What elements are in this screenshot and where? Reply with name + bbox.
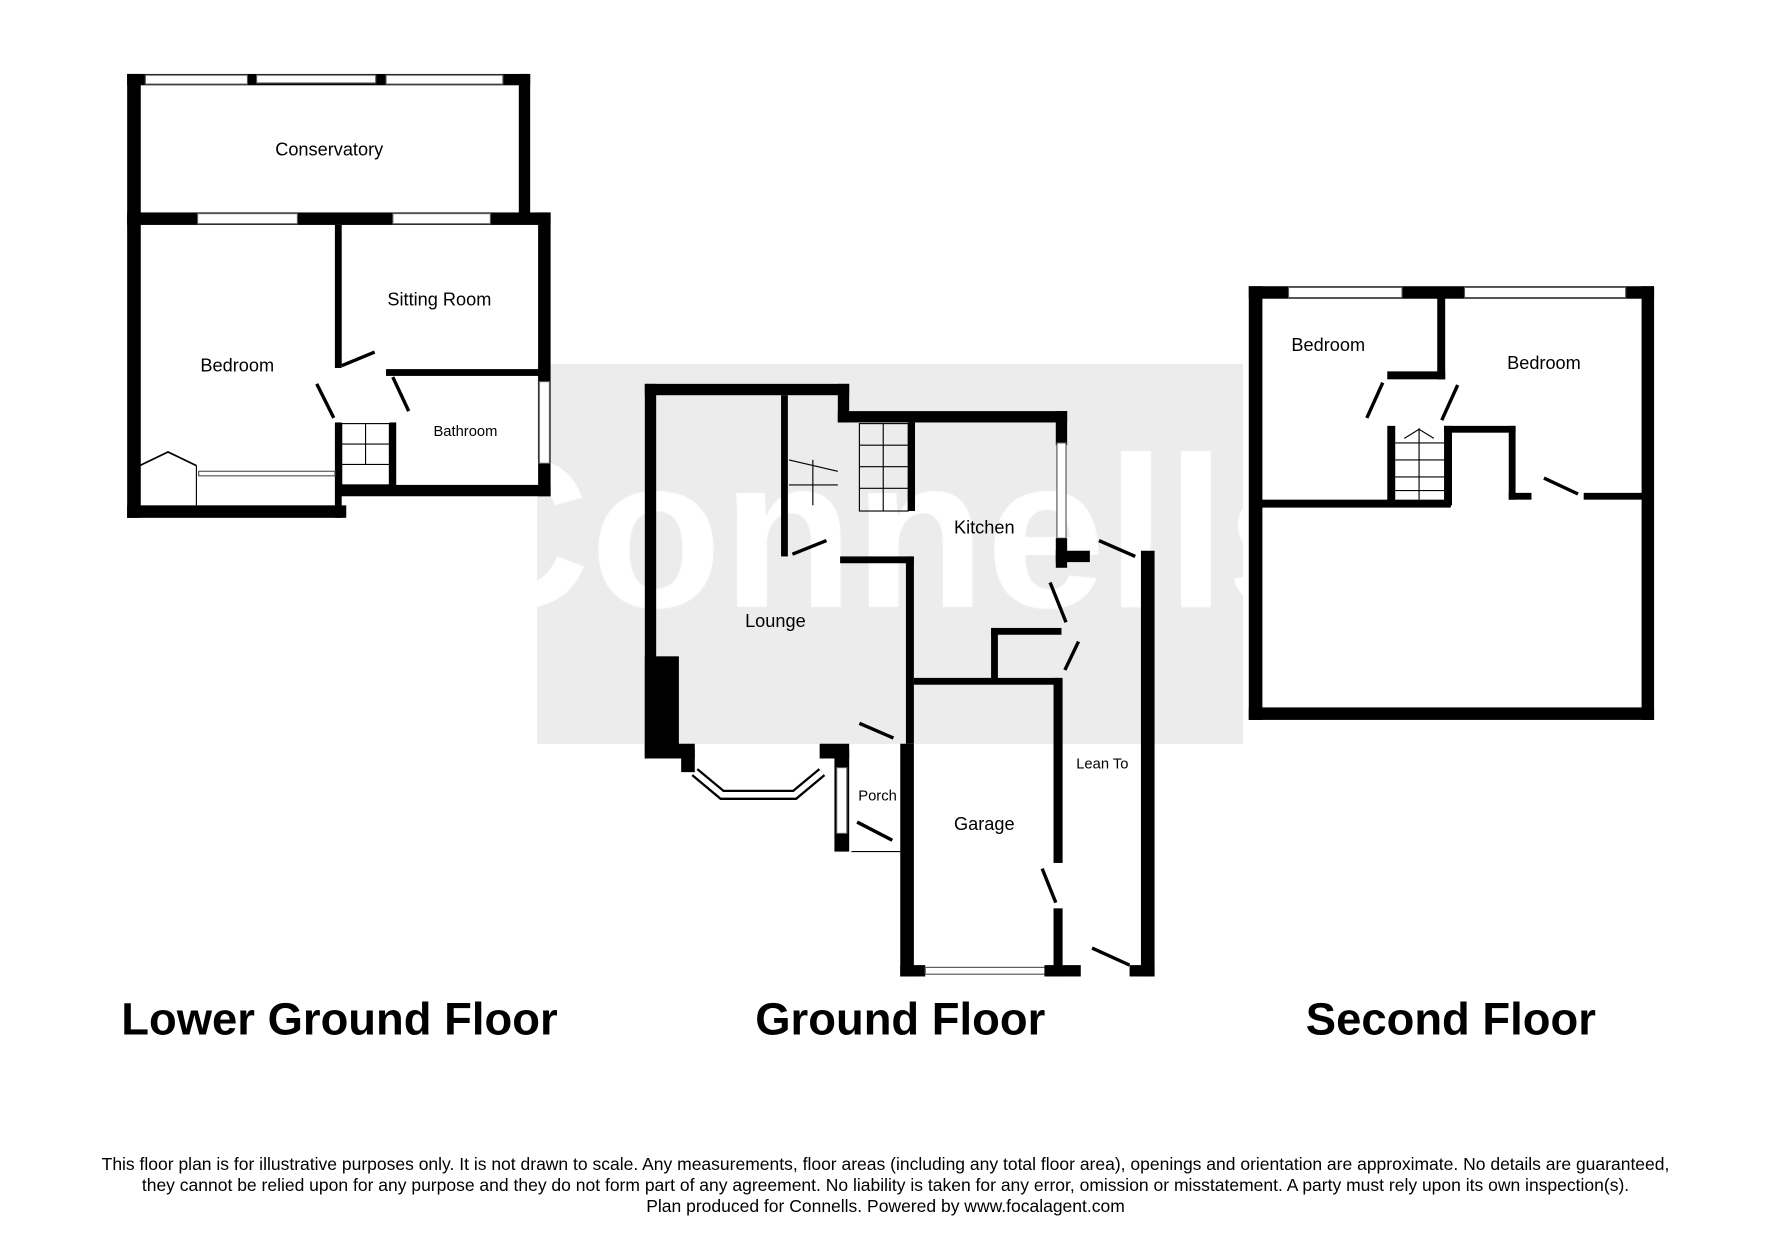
wall: [127, 505, 347, 518]
door: [1365, 382, 1579, 496]
window: [836, 767, 848, 834]
sliding-door: [392, 213, 491, 225]
wall: [385, 369, 545, 376]
wall: [913, 677, 1062, 685]
room-label-bedroom: Bedroom: [200, 355, 274, 375]
door: [315, 350, 411, 419]
wall: [644, 383, 657, 759]
room-label-kitchen: Kitchen: [954, 518, 1015, 538]
window: [1463, 286, 1627, 299]
room-label-conservatory: Conservatory: [275, 140, 384, 160]
chimney-breast: [644, 656, 679, 759]
window: [1056, 442, 1067, 539]
window: [538, 381, 551, 464]
floor-title-lower-ground: Lower Ground Floor: [121, 993, 557, 1044]
wall: [1248, 286, 1263, 720]
wall: [1583, 492, 1647, 500]
wall: [900, 965, 926, 977]
sliding-door: [256, 74, 377, 84]
staircase: [788, 423, 909, 512]
room-label-lean-to: Lean To: [1076, 757, 1128, 773]
room-label-garage: Garage: [954, 814, 1015, 834]
wall: [837, 411, 1068, 423]
wardrobe-sliding-door: [198, 470, 336, 477]
bay-window: [692, 769, 824, 798]
wardrobe-door: [139, 451, 197, 467]
window: [1287, 286, 1403, 299]
wall: [1260, 499, 1451, 508]
wall: [644, 383, 850, 396]
window: [385, 74, 504, 85]
door: [791, 538, 1136, 967]
wall: [1140, 550, 1155, 977]
wall: [1508, 425, 1516, 500]
wall: [1508, 492, 1532, 500]
wall: [340, 484, 551, 497]
room-label-sitting-room: Sitting Room: [387, 290, 491, 310]
room-label-bedroom: Bedroom: [1291, 335, 1365, 355]
wall: [1444, 425, 1452, 506]
wall: [991, 627, 1062, 635]
wall: [518, 73, 531, 220]
wall: [991, 627, 998, 682]
wall: [1641, 286, 1655, 720]
wall: [1248, 707, 1655, 720]
wall: [1387, 425, 1396, 506]
wall: [1053, 908, 1063, 977]
room-label-porch: Porch: [858, 789, 897, 805]
wall: [1055, 550, 1090, 563]
disclaimer-credit: Plan produced for Connells. Powered by w…: [646, 1196, 1125, 1216]
staircase: [1395, 428, 1445, 500]
room-label-bedroom: Bedroom: [1507, 353, 1581, 373]
floor-title-ground: Ground Floor: [755, 993, 1045, 1044]
wall: [1437, 297, 1446, 380]
wall: [334, 422, 342, 518]
wall: [681, 749, 695, 773]
wall: [1044, 965, 1081, 977]
wall: [1053, 677, 1063, 863]
second-floor-plan: Bedroom Bedroom: [1248, 286, 1655, 720]
wall: [1387, 371, 1446, 380]
garage-door: [924, 966, 1047, 975]
disclaimer-line: This floor plan is for illustrative purp…: [101, 1154, 1670, 1174]
wall: [905, 556, 914, 744]
room-label-lounge: Lounge: [745, 611, 806, 631]
room-label-bathroom: Bathroom: [433, 424, 497, 440]
wall: [389, 422, 397, 491]
window: [144, 74, 249, 85]
floor-title-second: Second Floor: [1306, 993, 1596, 1044]
wall: [1055, 411, 1068, 446]
wall: [900, 743, 914, 977]
wall: [840, 556, 914, 564]
ground-floor-plan: Kitchen Lounge Porch Garage Lean To: [644, 383, 1155, 977]
wall: [781, 395, 788, 557]
disclaimer: This floor plan is for illustrative purp…: [0, 1154, 1771, 1217]
wall: [837, 383, 850, 423]
wall: [127, 73, 141, 518]
wall: [1444, 425, 1516, 433]
staircase: [341, 423, 390, 486]
window: [196, 213, 299, 225]
disclaimer-line: they cannot be relied upon for any purpo…: [141, 1175, 1630, 1195]
wall: [334, 224, 342, 368]
lower-ground-floor-plan: Conservatory Sitting Room Bedroom Bathro…: [127, 73, 551, 518]
wall: [908, 422, 916, 512]
